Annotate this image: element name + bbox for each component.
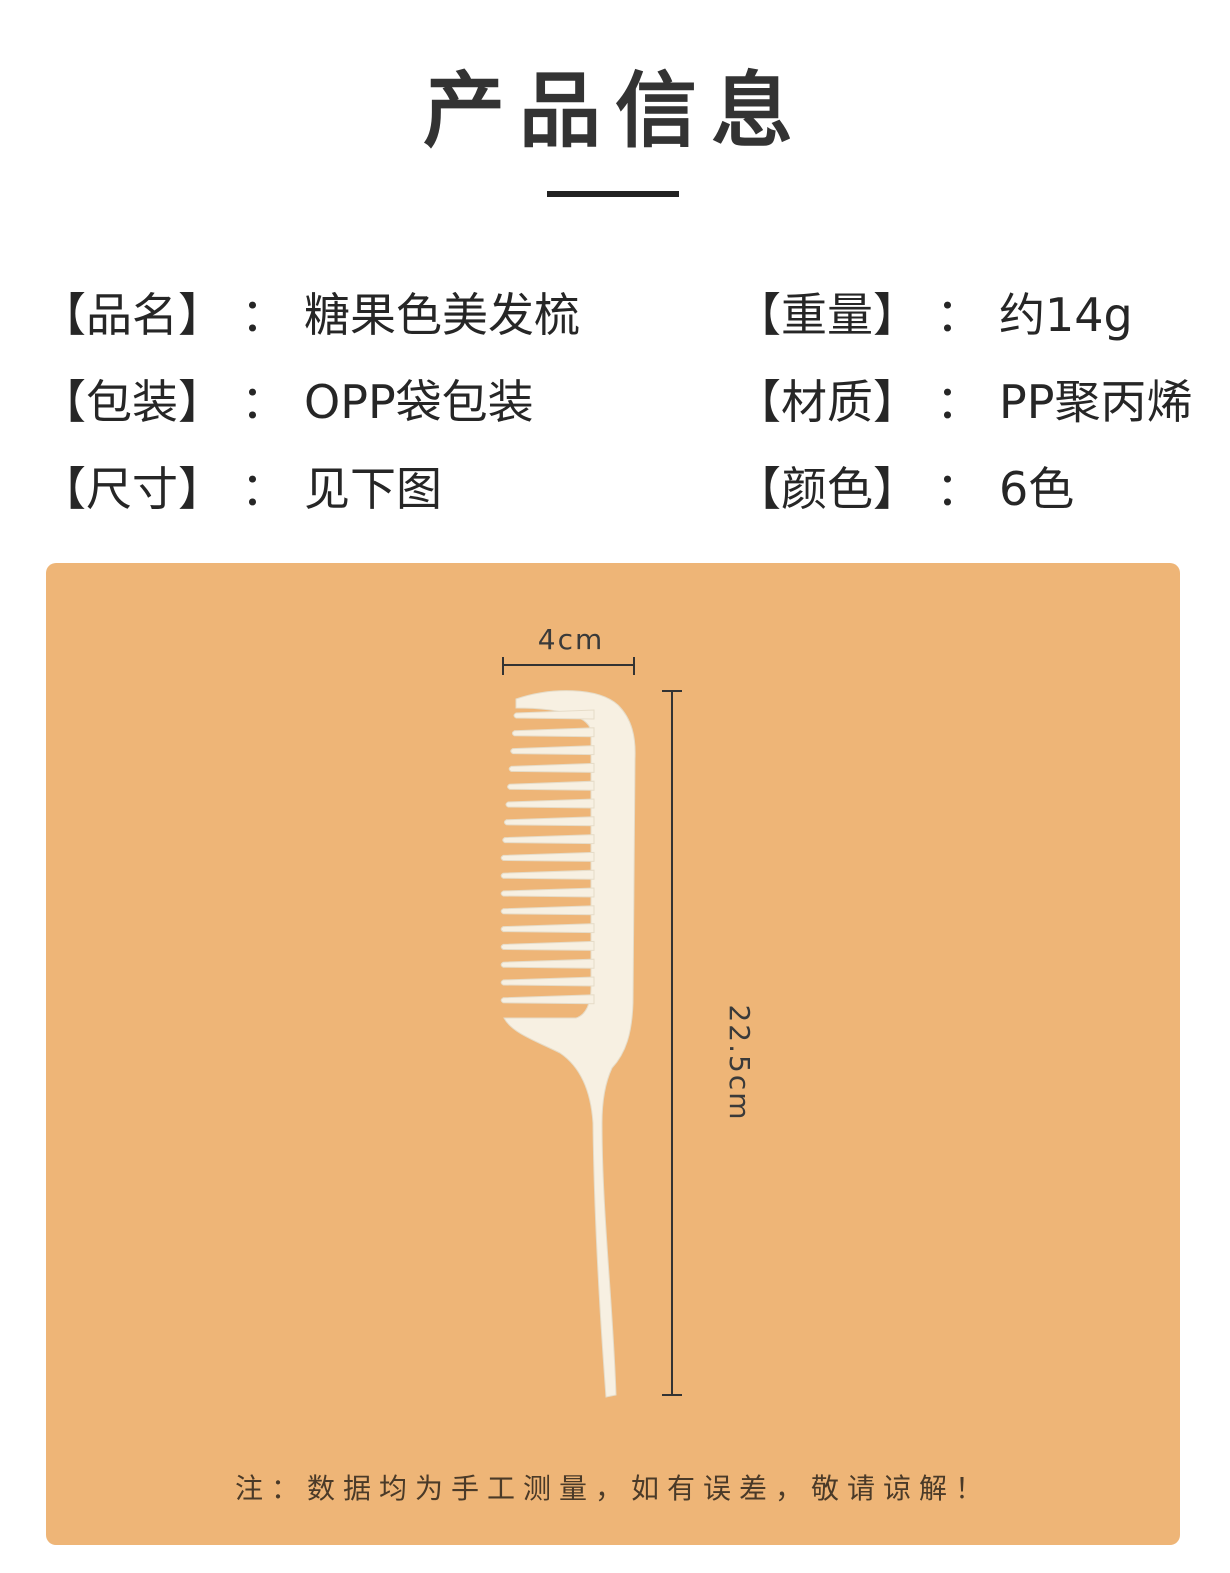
- spec-name-colon: ：: [241, 288, 287, 342]
- spec-material: 【材质】 ： PP聚丙烯: [735, 372, 1192, 432]
- spec-size-value: 见下图: [304, 462, 442, 516]
- comb-tooth: [508, 762, 595, 773]
- spec-material-label: 【材质】: [735, 375, 919, 429]
- spec-weight-colon: ：: [936, 288, 982, 342]
- product-figure-panel: 4cm 22.5cm 注：数据均为手工测量，如有误差，敬请谅解！: [46, 563, 1180, 1545]
- comb-tooth: [502, 834, 595, 845]
- comb-tooth: [511, 727, 595, 738]
- title-underline: [547, 191, 679, 197]
- spec-size-colon: ：: [241, 462, 287, 516]
- comb-tooth: [505, 798, 595, 809]
- width-label: 4cm: [537, 623, 605, 656]
- spec-color-value: 6色: [999, 462, 1075, 516]
- comb-tooth: [500, 994, 595, 1005]
- comb-tooth: [500, 887, 595, 898]
- spec-package: 【包装】 ： OPP袋包装: [40, 372, 534, 432]
- spec-material-colon: ：: [936, 375, 982, 429]
- spec-name: 【品名】 ： 糖果色美发梳: [40, 285, 580, 345]
- spec-material-value: PP聚丙烯: [999, 375, 1193, 429]
- page-title: 产品信息: [422, 64, 807, 159]
- comb-illustration: [500, 657, 682, 1398]
- spec-weight-label: 【重量】: [735, 288, 919, 342]
- spec-package-colon: ：: [241, 375, 287, 429]
- spec-color-colon: ：: [936, 462, 982, 516]
- comb-tooth: [507, 780, 595, 791]
- spec-package-value: OPP袋包装: [304, 375, 534, 429]
- comb-tooth: [500, 869, 595, 880]
- height-dimension-line: [662, 690, 682, 1396]
- comb-head-and-tail: [503, 690, 636, 1398]
- spec-color: 【颜色】 ： 6色: [735, 459, 1074, 519]
- comb-tooth: [500, 958, 595, 969]
- spec-weight-value: 约14g: [999, 288, 1133, 342]
- comb-teeth: [500, 709, 595, 1005]
- comb-tooth: [510, 745, 595, 756]
- comb-tooth: [500, 976, 595, 987]
- spec-package-label: 【包装】: [40, 375, 224, 429]
- measurement-note: 注：数据均为手工测量，如有误差，敬请谅解！: [234, 1472, 991, 1505]
- spec-name-value: 糖果色美发梳: [304, 288, 580, 342]
- width-dimension-line: [502, 657, 635, 675]
- spec-size-label: 【尺寸】: [40, 462, 224, 516]
- comb-shape: [500, 690, 636, 1398]
- spec-weight: 【重量】 ： 约14g: [735, 285, 1133, 345]
- comb-tooth: [513, 709, 595, 720]
- comb-tooth: [500, 923, 595, 934]
- comb-tooth: [500, 940, 595, 951]
- height-label: 22.5cm: [723, 1004, 756, 1122]
- spec-name-label: 【品名】: [40, 288, 224, 342]
- comb-tooth: [500, 851, 595, 862]
- comb-tooth: [503, 816, 595, 827]
- comb-tooth: [500, 905, 595, 916]
- spec-size: 【尺寸】 ： 见下图: [40, 459, 442, 519]
- spec-color-label: 【颜色】: [735, 462, 919, 516]
